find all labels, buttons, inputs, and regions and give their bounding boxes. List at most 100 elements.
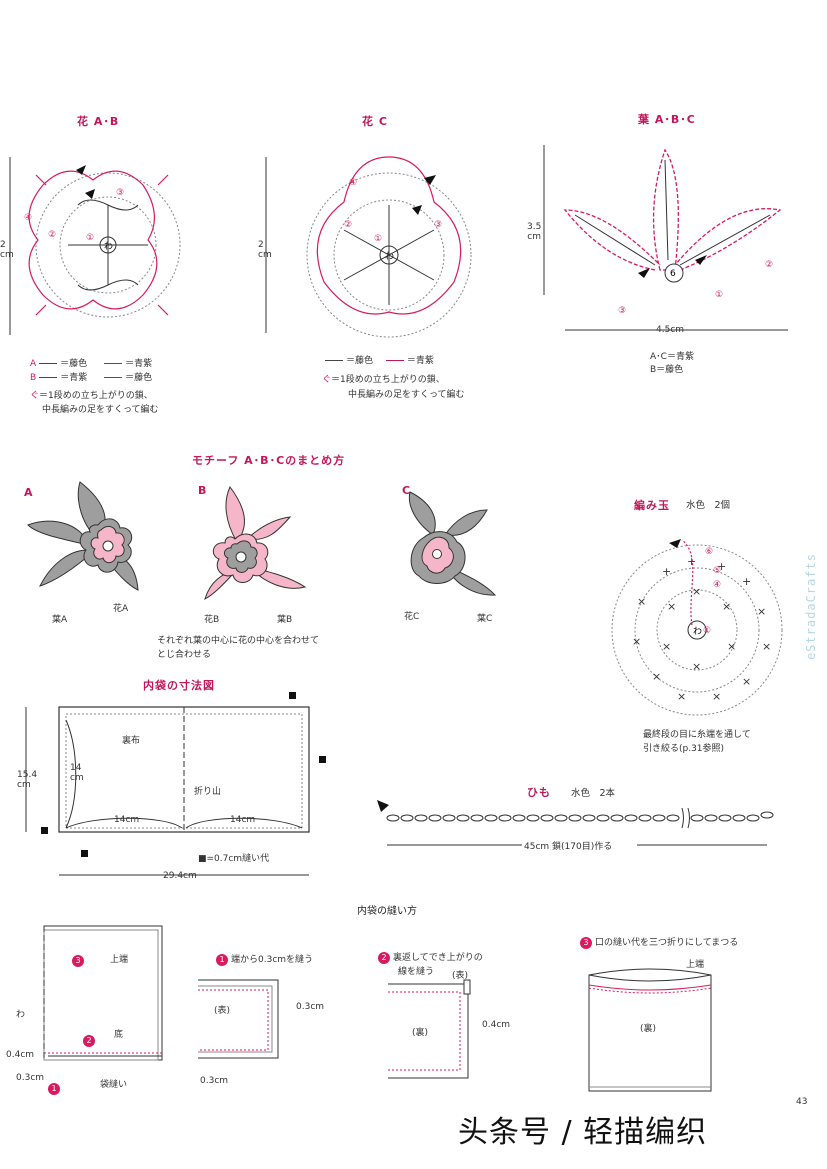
margin-03: 0.3cm [16,1073,45,1083]
ball-spec: 水色 2個 [686,500,731,511]
leaf-color-ac: A･C＝青紫 [650,352,694,362]
svg-text:④: ④ [713,580,721,590]
margin-04: 0.4cm [6,1050,35,1060]
svg-text:×: × [632,635,641,648]
motif-b-flower-label: 花B [204,615,220,625]
step2-diagram [388,979,471,1079]
svg-text:④: ④ [349,178,357,188]
svg-text:×: × [742,675,751,688]
motif-c-flower-label: 花C [404,612,420,622]
width-left: 14cm [114,815,140,825]
motif-a-leaf-label: 葉A [52,615,68,625]
motif-b-illustration [204,486,307,601]
svg-text:①: ① [715,290,723,300]
motif-a-flower-label: 花A [113,604,129,614]
flower-ab-legend-a: A＝藤色 ＝青紫 [30,359,153,369]
svg-text:わ: わ [104,241,113,252]
svg-text:×: × [677,690,686,703]
flower-c-note2: 中長編みの足をすくって編む [348,390,465,400]
watermark-text: eStradaCrafts [804,553,818,660]
svg-text:×: × [762,640,771,653]
width-total: 29.4cm [163,871,197,881]
flower-ab-note: ぐ＝1段めの立ち上がりの鎖、 [30,391,153,401]
svg-text:③: ③ [434,220,442,230]
motif-a-illustration [27,481,139,591]
flower-c-note: ぐ＝1段めの立ち上がりの鎖、 [322,375,445,385]
svg-text:×: × [712,690,721,703]
string-chain [377,800,774,846]
step3-diagram [588,968,712,1092]
svg-text:①: ① [703,626,711,636]
footer-text: 头条号 / 轻描编织 [458,1115,708,1150]
svg-text:×: × [692,585,701,598]
step2-back-label: (裏) [412,1028,429,1038]
step1-margin-right: 0.3cm [296,1002,325,1012]
bottom-label: 底 [114,1030,124,1040]
svg-text:③: ③ [618,306,626,316]
motif-b-leaf-label: 葉B [277,615,293,625]
step2-caption2: 線を縫う [398,967,435,977]
page-number: 43 [796,1097,808,1107]
svg-text:⑤: ⑤ [713,566,721,576]
step3-top-label: 上端 [686,960,705,970]
motif-a-label: A [24,486,34,499]
svg-text:⑥: ⑥ [705,547,713,557]
flower-c-chart: わ ④ ② ① ③ [265,156,472,338]
leaf-color-b: B＝藤色 [650,365,684,375]
svg-text:①: ① [86,233,94,243]
inner-bag-dims-diagram [25,692,326,876]
step1-diagram [198,979,279,1059]
motif-b-label: B [198,484,208,497]
step3-marker: 3 [72,955,87,967]
svg-text:×: × [652,670,661,683]
svg-text:④: ④ [24,213,32,223]
svg-text:わ: わ [693,626,702,637]
inner-bag-sewing-title: 内袋の縫い方 [357,906,417,917]
flower-ab-legend-b: B＝青紫 ＝藤色 [30,373,153,383]
step1-front-label: (表) [214,1006,231,1016]
leaf-title: 葉 A･B･C [638,113,696,126]
svg-text:①: ① [374,234,382,244]
leaf-chart: 6 ②①③ [543,145,788,331]
flower-ab-title: 花 A･B [77,115,120,128]
seam-allowance: ■=0.7cm縫い代 [198,854,270,864]
flower-ab-note2: 中長編みの足をすくって編む [42,405,159,415]
svg-text:×: × [662,640,671,653]
wa-label: わ [16,1010,26,1020]
flower-c-title: 花 C [362,115,388,128]
bag-seam-label: 袋縫い [100,1080,128,1090]
step3-back-label: (裏) [640,1024,657,1034]
string-title: ひも [527,786,551,799]
top-edge-label: 上端 [110,955,129,965]
leaf-width: 4.5cm [656,325,685,335]
svg-text:+: + [717,560,726,573]
string-spec: 水色 2本 [571,788,616,799]
motif-c-leaf-label: 葉C [477,614,493,624]
svg-text:②: ② [344,220,352,230]
sewing-overview-diagram [43,925,163,1061]
motif-note2: とじ合わせる [157,650,212,660]
fold-label: 折り山 [194,787,222,797]
motif-assembly-title: モチーフ A･B･Cのまとめ方 [192,454,346,467]
svg-text:×: × [727,640,736,653]
svg-text:②: ② [765,260,773,270]
svg-text:わ: わ [385,251,394,262]
svg-text:×: × [692,660,701,673]
ball-note1: 最終段の目に糸端を通して [643,730,751,740]
ball-title: 編み玉 [634,499,670,512]
motif-c-illustration [408,491,497,596]
step2-margin: 0.4cm [482,1020,511,1030]
inner-bag-dims-title: 内袋の寸法図 [143,679,215,692]
svg-text:×: × [667,600,676,613]
width-right: 14cm [230,815,256,825]
svg-text:×: × [722,600,731,613]
